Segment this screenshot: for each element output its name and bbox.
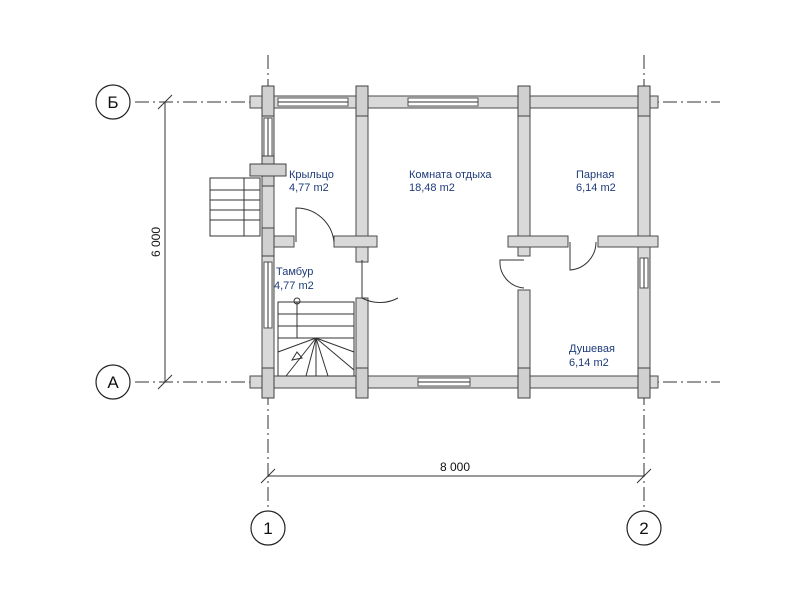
room-labels: Крыльцо 4,77 m2 Комната отдыха 18,48 m2 … xyxy=(274,169,616,369)
room-lounge-area: 18,48 m2 xyxy=(409,182,455,194)
door-lounge-steam xyxy=(499,259,525,289)
dimension-width-label: 8 000 xyxy=(440,460,470,474)
axis-bubble-a: А xyxy=(95,364,131,400)
axis-lines xyxy=(135,55,720,510)
room-porch-area: 4,77 m2 xyxy=(289,182,329,194)
dimension-height-label: 6 000 xyxy=(149,227,163,257)
room-shower-area: 6,14 m2 xyxy=(569,357,609,369)
doors xyxy=(295,207,597,304)
axis-bubble-1: 1 xyxy=(250,510,286,546)
wall-steam-shower-right xyxy=(597,235,659,248)
room-steam-area: 6,14 m2 xyxy=(576,182,616,194)
svg-text:2: 2 xyxy=(639,519,648,538)
room-steam-name: Парная xyxy=(576,169,614,181)
wall-steam-shower-left xyxy=(507,235,569,248)
svg-text:1: 1 xyxy=(263,519,272,538)
door-porch xyxy=(295,207,335,243)
axis-bubble-2: 2 xyxy=(626,510,662,546)
svg-text:А: А xyxy=(107,373,119,392)
wall-porch-vestibule-right xyxy=(333,235,378,248)
room-shower-name: Душевая xyxy=(569,343,615,355)
room-vestibule-name: Тамбур xyxy=(276,266,313,278)
interior-stair xyxy=(277,297,355,377)
axis-bubble-b: Б xyxy=(95,84,131,120)
door-steam xyxy=(569,241,597,271)
room-porch-name: Крыльцо xyxy=(289,169,334,181)
door-vestibule-lounge xyxy=(361,260,399,304)
svg-text:Б: Б xyxy=(107,93,118,112)
room-vestibule-area: 4,77 m2 xyxy=(274,280,314,292)
windows xyxy=(263,97,649,387)
posts xyxy=(249,85,651,399)
dimension-lines xyxy=(157,94,652,484)
room-lounge-name: Комната отдыха xyxy=(409,169,492,181)
porch-steps xyxy=(209,177,261,237)
